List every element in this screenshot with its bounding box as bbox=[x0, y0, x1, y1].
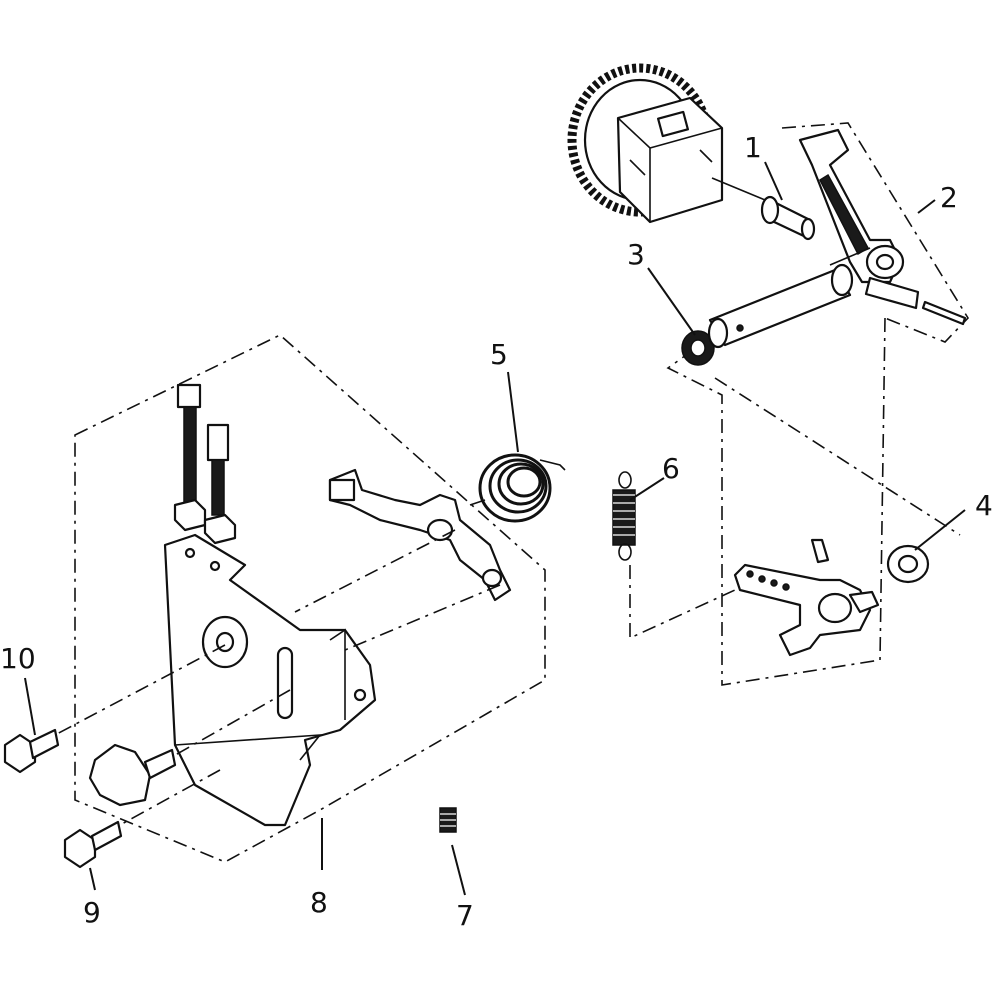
leader-3 bbox=[647, 267, 696, 336]
part-1-bushing bbox=[711, 177, 816, 241]
leader-10 bbox=[24, 677, 36, 736]
gear-assembly bbox=[567, 63, 724, 224]
callout-4: 4 bbox=[975, 489, 993, 522]
leader-2 bbox=[917, 199, 936, 214]
leader-7 bbox=[451, 844, 466, 896]
callout-3: 3 bbox=[627, 238, 645, 271]
callout-6: 6 bbox=[662, 452, 680, 485]
throttle-plate bbox=[328, 468, 512, 602]
callout-1: 1 bbox=[744, 131, 762, 164]
leader-9 bbox=[89, 867, 96, 891]
callout-2: 2 bbox=[940, 181, 958, 214]
part-7-set-screw bbox=[439, 807, 457, 833]
part-10-bolt bbox=[3, 728, 60, 774]
leader-4 bbox=[914, 509, 966, 551]
arm-assembly-guide bbox=[714, 377, 961, 536]
leader-1 bbox=[764, 161, 783, 201]
part-4-washer bbox=[886, 544, 930, 584]
knob bbox=[88, 743, 177, 807]
part-3-washer bbox=[681, 330, 715, 366]
callout-10: 10 bbox=[0, 642, 36, 675]
top-bolts bbox=[173, 383, 237, 545]
part-2-lever-arm bbox=[798, 128, 967, 326]
shaft bbox=[707, 247, 871, 349]
bracket-assembly-outline bbox=[74, 334, 546, 863]
lower-lever-arm bbox=[733, 538, 880, 657]
lever-assembly-guide bbox=[666, 317, 886, 686]
part-9-bolt bbox=[63, 820, 123, 869]
leader-5 bbox=[507, 371, 519, 453]
part-8-mounting-bracket bbox=[163, 533, 377, 827]
leader-6 bbox=[629, 477, 665, 501]
part-5-torsion-spring bbox=[469, 453, 566, 523]
part-6-extension-spring bbox=[612, 471, 736, 640]
callout-5: 5 bbox=[490, 338, 508, 371]
callout-7: 7 bbox=[456, 899, 474, 932]
callout-9: 9 bbox=[83, 896, 101, 929]
callout-8: 8 bbox=[310, 886, 328, 919]
lever-assembly-outline bbox=[781, 122, 970, 343]
